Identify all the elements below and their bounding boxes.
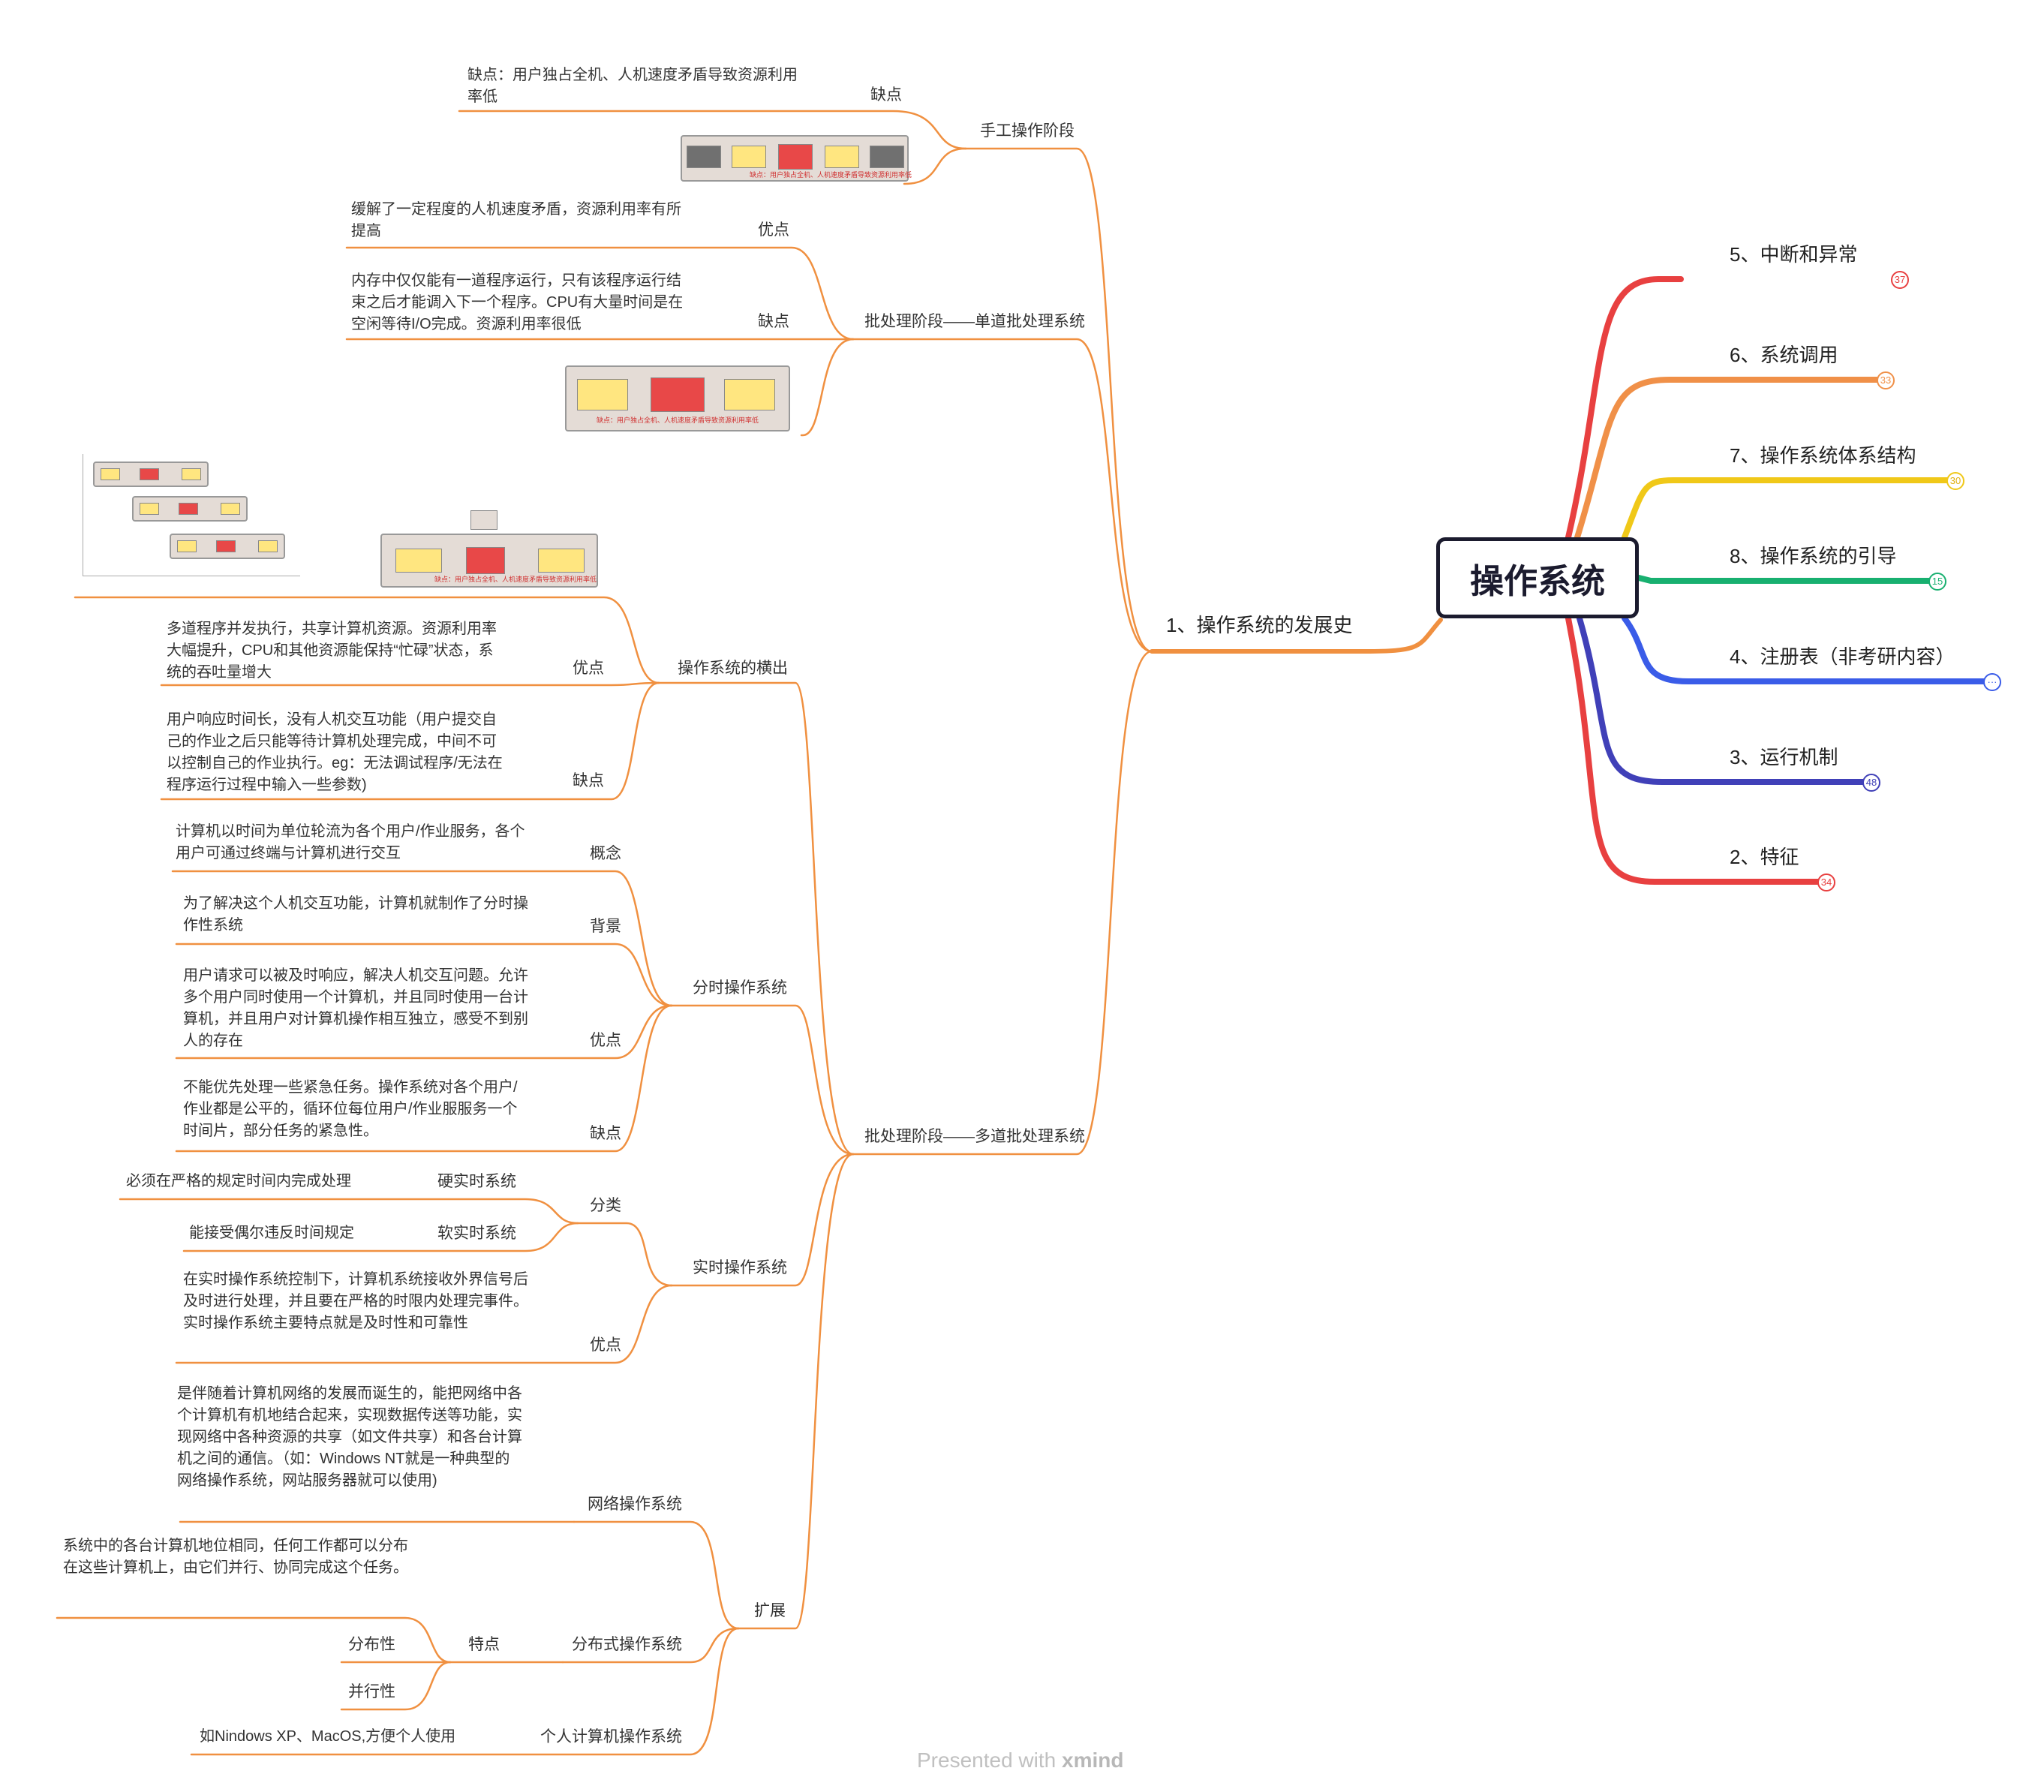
- diagram-block: [538, 549, 585, 573]
- diagram-block: [870, 146, 904, 168]
- diagram-block: [577, 379, 628, 410]
- diagram-block: [651, 377, 705, 412]
- branch-interrupt[interactable]: 5、中断和异常: [1730, 243, 1858, 266]
- topic-os-rise-con[interactable]: 缺点: [573, 772, 604, 789]
- diagram-block: [724, 379, 775, 410]
- note-os-rise-pro[interactable]: 多道程序并发执行，共享计算机资源。资源利用率大幅提升，CPU和其他资源能保持“忙…: [167, 621, 497, 681]
- note-network-os[interactable]: 是伴随着计算机网络的发展而诞生的，能把网络中各个计算机有机地结合起来，实现数据传…: [177, 1385, 522, 1489]
- branch-features-count-badge[interactable]: 34: [1817, 873, 1835, 891]
- diagram-block: [216, 540, 236, 552]
- topic-hard-realtime[interactable]: 硬实时系统: [437, 1173, 516, 1190]
- branch-registry[interactable]: 4、注册表（非考研内容）: [1730, 645, 1955, 668]
- topic-timeshare-pro[interactable]: 优点: [590, 1032, 621, 1049]
- note-timeshare-con[interactable]: 不能优先处理一些紧急任务。操作系统对各个用户/作业都是公平的，循环位每位用户/作…: [183, 1079, 518, 1139]
- image-multi-batch-header: [470, 510, 497, 530]
- branch-history[interactable]: 1、操作系统的发展史: [1166, 614, 1353, 636]
- topic-parallelism[interactable]: 并行性: [348, 1683, 395, 1700]
- image-timeline[interactable]: [83, 454, 300, 578]
- timeline-row: [170, 534, 285, 559]
- branch-interrupt-count-badge[interactable]: 37: [1891, 271, 1909, 289]
- topic-network-os[interactable]: 网络操作系统: [588, 1496, 682, 1513]
- image-caption: 缺点：用户独占全机、人机速度矛盾导致资源利用率低: [750, 171, 912, 179]
- branch-runtime-count-badge[interactable]: 48: [1862, 774, 1880, 792]
- diagram-block: [140, 468, 159, 480]
- image-single-batch[interactable]: 缺点：用户独占全机、人机速度矛盾导致资源利用率低: [565, 365, 790, 431]
- timeline-row: [93, 462, 209, 487]
- diagram-block: [258, 540, 278, 552]
- note-manual-weakness[interactable]: 缺点：用户独占全机、人机速度矛盾导致资源利用率低: [467, 67, 798, 105]
- branch-architecture[interactable]: 7、操作系统体系结构: [1730, 444, 1916, 467]
- topic-extend[interactable]: 扩展: [754, 1602, 786, 1619]
- diagram-block: [395, 549, 442, 573]
- diagram-block: [182, 468, 201, 480]
- diagram-block: [778, 144, 813, 170]
- note-realtime-pro[interactable]: 在实时操作系统控制下，计算机系统接收外界信号后及时进行处理，并且要在严格的时限内…: [183, 1271, 528, 1331]
- image-caption: 缺点：用户独占全机、人机速度矛盾导致资源利用率低: [597, 416, 759, 424]
- topic-timeshare-concept[interactable]: 概念: [590, 845, 621, 862]
- branch-runtime[interactable]: 3、运行机制: [1730, 746, 1838, 768]
- diagram-block: [221, 503, 240, 515]
- topic-timeshare-background[interactable]: 背景: [590, 918, 621, 935]
- topic-realtime[interactable]: 实时操作系统: [693, 1259, 787, 1276]
- topic-pc-os[interactable]: 个人计算机操作系统: [540, 1728, 682, 1745]
- branch-registry-collapsed-badge[interactable]: ···: [1983, 673, 2001, 691]
- diagram-block: [466, 547, 505, 574]
- branch-syscall[interactable]: 6、系统调用: [1730, 344, 1838, 366]
- topic-manual-stage[interactable]: 手工操作阶段: [980, 122, 1075, 140]
- diagram-block: [101, 468, 120, 480]
- note-timeshare-concept[interactable]: 计算机以时间为单位轮流为各个用户/作业服务，各个用户可通过终端与计算机进行交互: [176, 823, 525, 861]
- note-single-batch-con[interactable]: 内存中仅仅能有一道程序运行，只有该程序运行结束之后才能调入下一个程序。CPU有大…: [351, 272, 684, 332]
- timeline-row: [132, 496, 248, 522]
- image-multi-batch[interactable]: 缺点：用户独占全机、人机速度矛盾导致资源利用率低: [380, 534, 598, 588]
- topic-realtime-class[interactable]: 分类: [590, 1197, 621, 1214]
- image-caption: 缺点：用户独占全机、人机速度矛盾导致资源利用率低: [434, 576, 597, 583]
- presented-with-footer: Presented with xmind: [917, 1748, 1123, 1772]
- branch-boot-count-badge[interactable]: 15: [1928, 573, 1946, 591]
- diagram-block: [179, 503, 198, 515]
- topic-soft-realtime[interactable]: 软实时系统: [437, 1225, 516, 1242]
- topic-os-rise[interactable]: 操作系统的横出: [678, 660, 788, 677]
- topic-multi-batch[interactable]: 批处理阶段——多道批处理系统: [864, 1128, 1085, 1145]
- footer-prefix: Presented with: [917, 1748, 1062, 1772]
- xmind-brand: xmind: [1062, 1748, 1124, 1772]
- root-topic[interactable]: 操作系统: [1436, 537, 1639, 618]
- topic-distributed-features[interactable]: 特点: [468, 1636, 500, 1653]
- branch-features[interactable]: 2、特征: [1730, 846, 1799, 868]
- note-timeshare-pro[interactable]: 用户请求可以被及时响应，解决人机交互问题。允许多个用户同时使用一个计算机，并且同…: [183, 967, 528, 1049]
- diagram-block: [140, 503, 159, 515]
- topic-timeshare-con[interactable]: 缺点: [590, 1125, 621, 1142]
- note-hard-realtime[interactable]: 必须在严格的规定时间内完成处理: [126, 1173, 351, 1189]
- note-timeshare-background[interactable]: 为了解决这个人机交互功能，计算机就制作了分时操作性系统: [183, 895, 528, 934]
- note-soft-realtime[interactable]: 能接受偶尔违反时间规定: [189, 1225, 354, 1241]
- topic-single-batch-con[interactable]: 缺点: [758, 313, 789, 330]
- diagram-block: [687, 146, 721, 168]
- topic-realtime-pro[interactable]: 优点: [590, 1336, 621, 1354]
- topic-distribution[interactable]: 分布性: [348, 1636, 395, 1653]
- branch-architecture-count-badge[interactable]: 30: [1946, 472, 1964, 490]
- note-distributed-features[interactable]: 系统中的各台计算机地位相同，任何工作都可以分布在这些计算机上，由它们并行、协同完…: [63, 1538, 408, 1576]
- topic-single-batch-pro[interactable]: 优点: [758, 221, 789, 239]
- note-pc-os[interactable]: 如Nindows XP、MacOS,方便个人使用: [200, 1728, 456, 1745]
- image-manual-stage[interactable]: 缺点：用户独占全机、人机速度矛盾导致资源利用率低: [681, 135, 912, 182]
- note-single-batch-pro[interactable]: 缓解了一定程度的人机速度矛盾，资源利用率有所提高: [351, 201, 681, 239]
- topic-distributed-os[interactable]: 分布式操作系统: [572, 1636, 682, 1653]
- topic-manual-weakness[interactable]: 缺点: [870, 86, 902, 104]
- note-os-rise-con[interactable]: 用户响应时间长，没有人机交互功能（用户提交自己的作业之后只能等待计算机处理完成，…: [167, 711, 503, 793]
- topic-os-rise-pro[interactable]: 优点: [573, 660, 604, 677]
- topic-single-batch[interactable]: 批处理阶段——单道批处理系统: [864, 313, 1085, 330]
- topic-timeshare[interactable]: 分时操作系统: [693, 979, 787, 997]
- diagram-block: [177, 540, 197, 552]
- diagram-block: [732, 146, 766, 168]
- branch-syscall-count-badge[interactable]: 33: [1877, 371, 1895, 389]
- diagram-block: [825, 146, 859, 168]
- branch-boot[interactable]: 8、操作系统的引导: [1730, 545, 1897, 567]
